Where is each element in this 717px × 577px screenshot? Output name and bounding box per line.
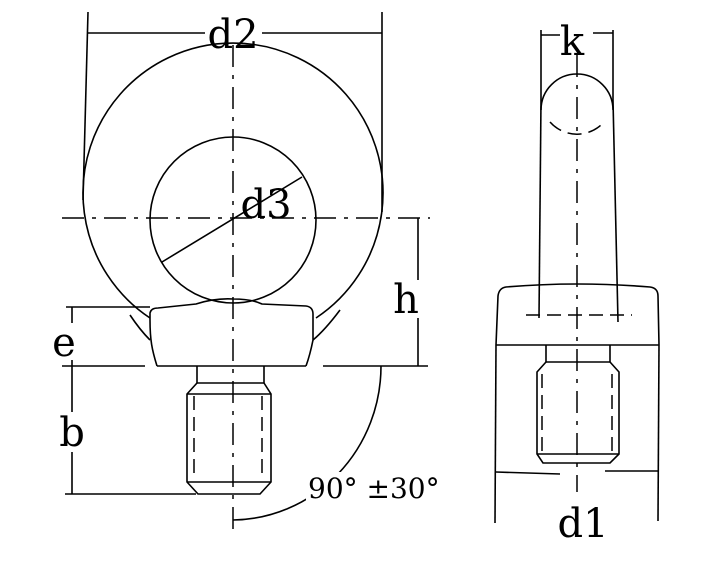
k-label: k <box>560 19 585 65</box>
collar-blend <box>129 309 341 341</box>
side-bolt-thread <box>536 361 620 464</box>
b-label: b <box>59 410 85 456</box>
ring-section <box>540 73 614 111</box>
side-bolt-neck <box>545 345 611 363</box>
d3-dimension-line <box>161 176 303 263</box>
d3-label: d3 <box>240 182 291 228</box>
collar <box>149 298 314 367</box>
side-view: k d1 <box>494 19 660 547</box>
angle-label: 90° ±30° <box>308 472 440 505</box>
bolt-thread <box>186 382 272 495</box>
bolt-neck <box>196 366 265 384</box>
e-label: e <box>52 320 76 366</box>
front-view: d2 d3 h e b 90° ±30° <box>52 11 466 537</box>
h-label: h <box>393 277 419 323</box>
inner-ring <box>149 136 317 304</box>
d1-label: d1 <box>557 501 608 547</box>
outer-ring <box>82 42 384 319</box>
side-collar <box>495 283 660 346</box>
d2-label: d2 <box>207 12 258 58</box>
